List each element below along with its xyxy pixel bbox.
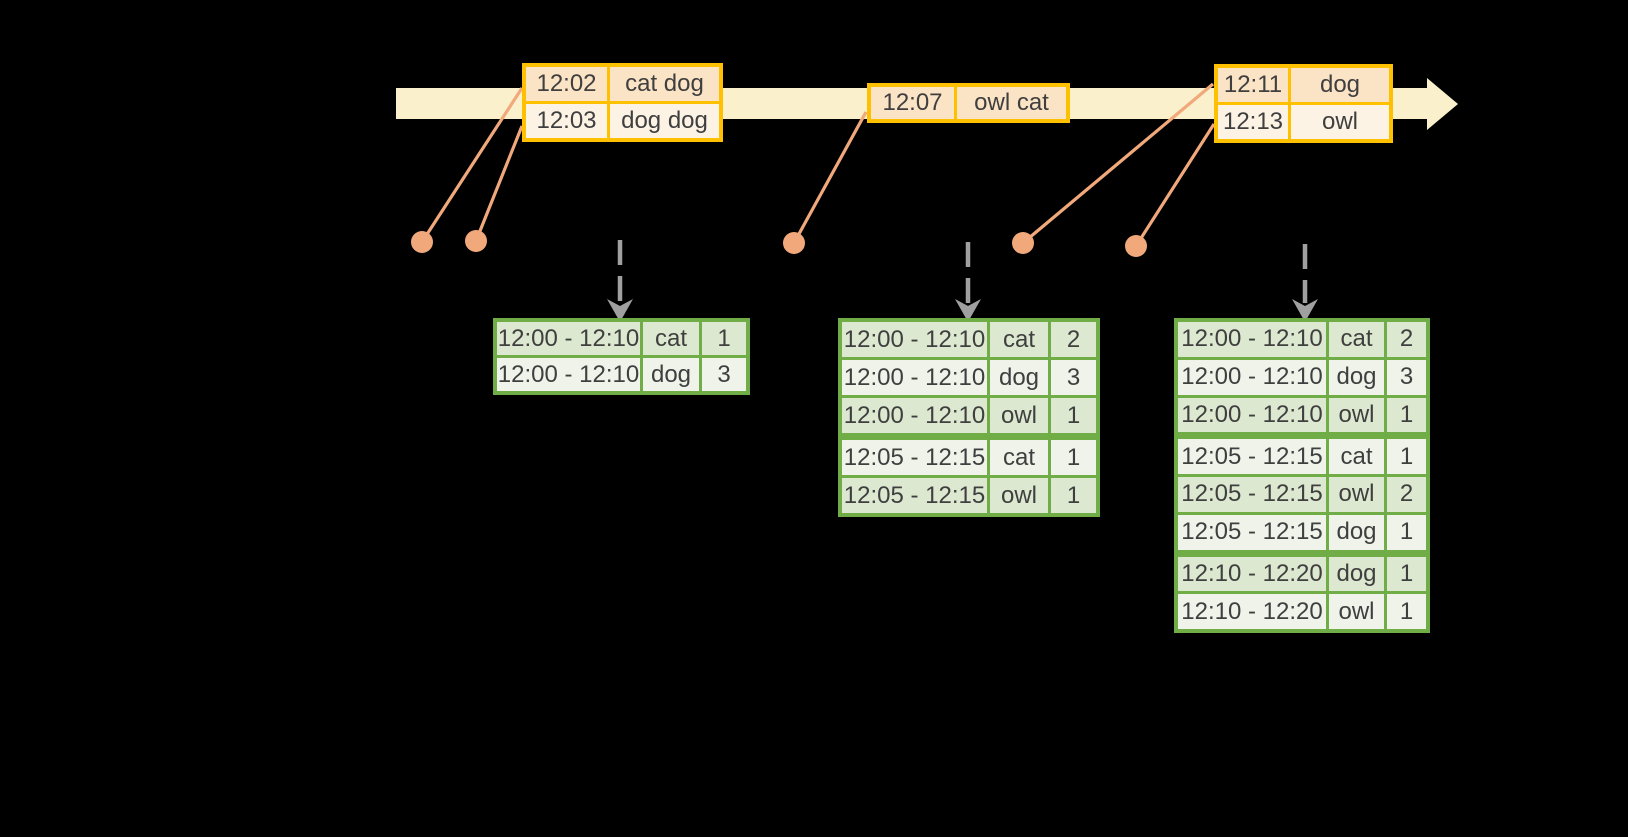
word-cell: dog [643, 358, 699, 391]
window-cell: 12:00 - 12:10 [842, 360, 987, 395]
result-table-1: 12:00 - 12:10 cat 1 12:00 - 12:10 dog 3 [493, 318, 750, 395]
word-cell: owl [1329, 397, 1384, 433]
result-table-row: 12:00 - 12:10 dog 3 [497, 358, 746, 391]
result-table-row: 12:10 - 12:20 dog 1 [1178, 556, 1426, 592]
count-cell: 1 [702, 322, 746, 355]
event-time-cell: 12:03 [526, 104, 607, 138]
event-words-cell: dog [1291, 68, 1389, 102]
window-cell: 12:00 - 12:10 [842, 398, 987, 433]
word-cell: dog [990, 360, 1048, 395]
count-cell: 1 [1387, 439, 1426, 474]
window-cell: 12:05 - 12:15 [842, 440, 987, 475]
count-cell: 1 [1387, 556, 1426, 592]
count-cell: 3 [1387, 359, 1426, 395]
word-cell: cat [990, 322, 1048, 357]
event-dot [411, 231, 433, 253]
count-cell: 3 [1051, 360, 1096, 395]
result-table-3: 12:00 - 12:10 cat 2 12:00 - 12:10 dog 3 … [1174, 318, 1430, 633]
trigger-arrow-2 [955, 242, 981, 322]
timeline-arrow-head [1427, 78, 1458, 130]
window-cell: 12:10 - 12:20 [1178, 556, 1326, 592]
window-cell: 12:05 - 12:15 [1178, 477, 1326, 512]
window-cell: 12:00 - 12:10 [1178, 397, 1326, 433]
word-cell: owl [1329, 477, 1384, 512]
event-words-cell: cat dog [610, 67, 719, 101]
count-cell: 1 [1051, 398, 1096, 433]
result-table-row: 12:05 - 12:15 cat 1 [842, 440, 1096, 475]
word-cell: owl [990, 398, 1048, 433]
word-cell: cat [643, 322, 699, 355]
result-table-row: 12:10 - 12:20 owl 1 [1178, 594, 1426, 629]
result-table-row: 12:00 - 12:10 owl 1 [842, 398, 1096, 433]
count-cell: 2 [1387, 322, 1426, 357]
result-table-row: 12:05 - 12:15 owl 2 [1178, 477, 1426, 512]
word-cell: owl [990, 478, 1048, 513]
count-cell: 2 [1051, 322, 1096, 357]
window-cell: 12:05 - 12:15 [842, 478, 987, 513]
word-cell: owl [1329, 594, 1384, 629]
word-cell: dog [1329, 359, 1384, 395]
event-table-1: 12:02 cat dog 12:03 dog dog [522, 63, 723, 142]
event-words-cell: dog dog [610, 104, 719, 138]
window-cell: 12:00 - 12:10 [1178, 322, 1326, 357]
result-table-row: 12:00 - 12:10 dog 3 [842, 360, 1096, 395]
result-table-row: 12:05 - 12:15 dog 1 [1178, 514, 1426, 550]
trigger-arrow-3 [1292, 244, 1318, 322]
event-table-2: 12:07 owl cat [867, 83, 1070, 123]
window-cell: 12:00 - 12:10 [1178, 359, 1326, 395]
result-table-row: 12:00 - 12:10 cat 2 [842, 322, 1096, 357]
event-connector-line [792, 111, 868, 244]
event-connector-line [1134, 123, 1216, 247]
word-cell: dog [1329, 514, 1384, 550]
window-cell: 12:05 - 12:15 [1178, 439, 1326, 474]
event-dot [783, 232, 805, 254]
count-cell: 2 [1387, 477, 1426, 512]
event-connector-line [474, 125, 524, 242]
count-cell: 1 [1387, 514, 1426, 550]
window-cell: 12:00 - 12:10 [497, 322, 640, 355]
word-cell: dog [1329, 556, 1384, 592]
result-table-row: 12:00 - 12:10 dog 3 [1178, 359, 1426, 395]
result-table-row: 12:00 - 12:10 cat 1 [497, 322, 746, 355]
result-table-row: 12:00 - 12:10 owl 1 [1178, 397, 1426, 433]
window-cell: 12:10 - 12:20 [1178, 594, 1326, 629]
event-dot [1125, 235, 1147, 257]
word-cell: cat [1329, 322, 1384, 357]
result-table-row: 12:05 - 12:15 cat 1 [1178, 439, 1426, 474]
event-time-cell: 12:11 [1218, 68, 1288, 102]
word-cell: cat [990, 440, 1048, 475]
event-time-cell: 12:13 [1218, 105, 1288, 139]
window-cell: 12:00 - 12:10 [497, 358, 640, 391]
event-words-cell: owl [1291, 105, 1389, 139]
result-table-2: 12:00 - 12:10 cat 2 12:00 - 12:10 dog 3 … [838, 318, 1100, 517]
event-dot [465, 230, 487, 252]
event-words-cell: owl cat [957, 87, 1066, 119]
window-cell: 12:00 - 12:10 [842, 322, 987, 357]
count-cell: 1 [1051, 478, 1096, 513]
count-cell: 1 [1387, 594, 1426, 629]
word-cell: cat [1329, 439, 1384, 474]
count-cell: 1 [1387, 397, 1426, 433]
event-table-3: 12:11 dog 12:13 owl [1214, 64, 1393, 143]
event-dot [1012, 232, 1034, 254]
window-cell: 12:05 - 12:15 [1178, 514, 1326, 550]
trigger-arrow-1 [607, 240, 633, 322]
event-time-cell: 12:02 [526, 67, 607, 101]
event-time-cell: 12:07 [871, 87, 954, 119]
count-cell: 1 [1051, 440, 1096, 475]
result-table-row: 12:05 - 12:15 owl 1 [842, 478, 1096, 513]
count-cell: 3 [702, 358, 746, 391]
result-table-row: 12:00 - 12:10 cat 2 [1178, 322, 1426, 357]
